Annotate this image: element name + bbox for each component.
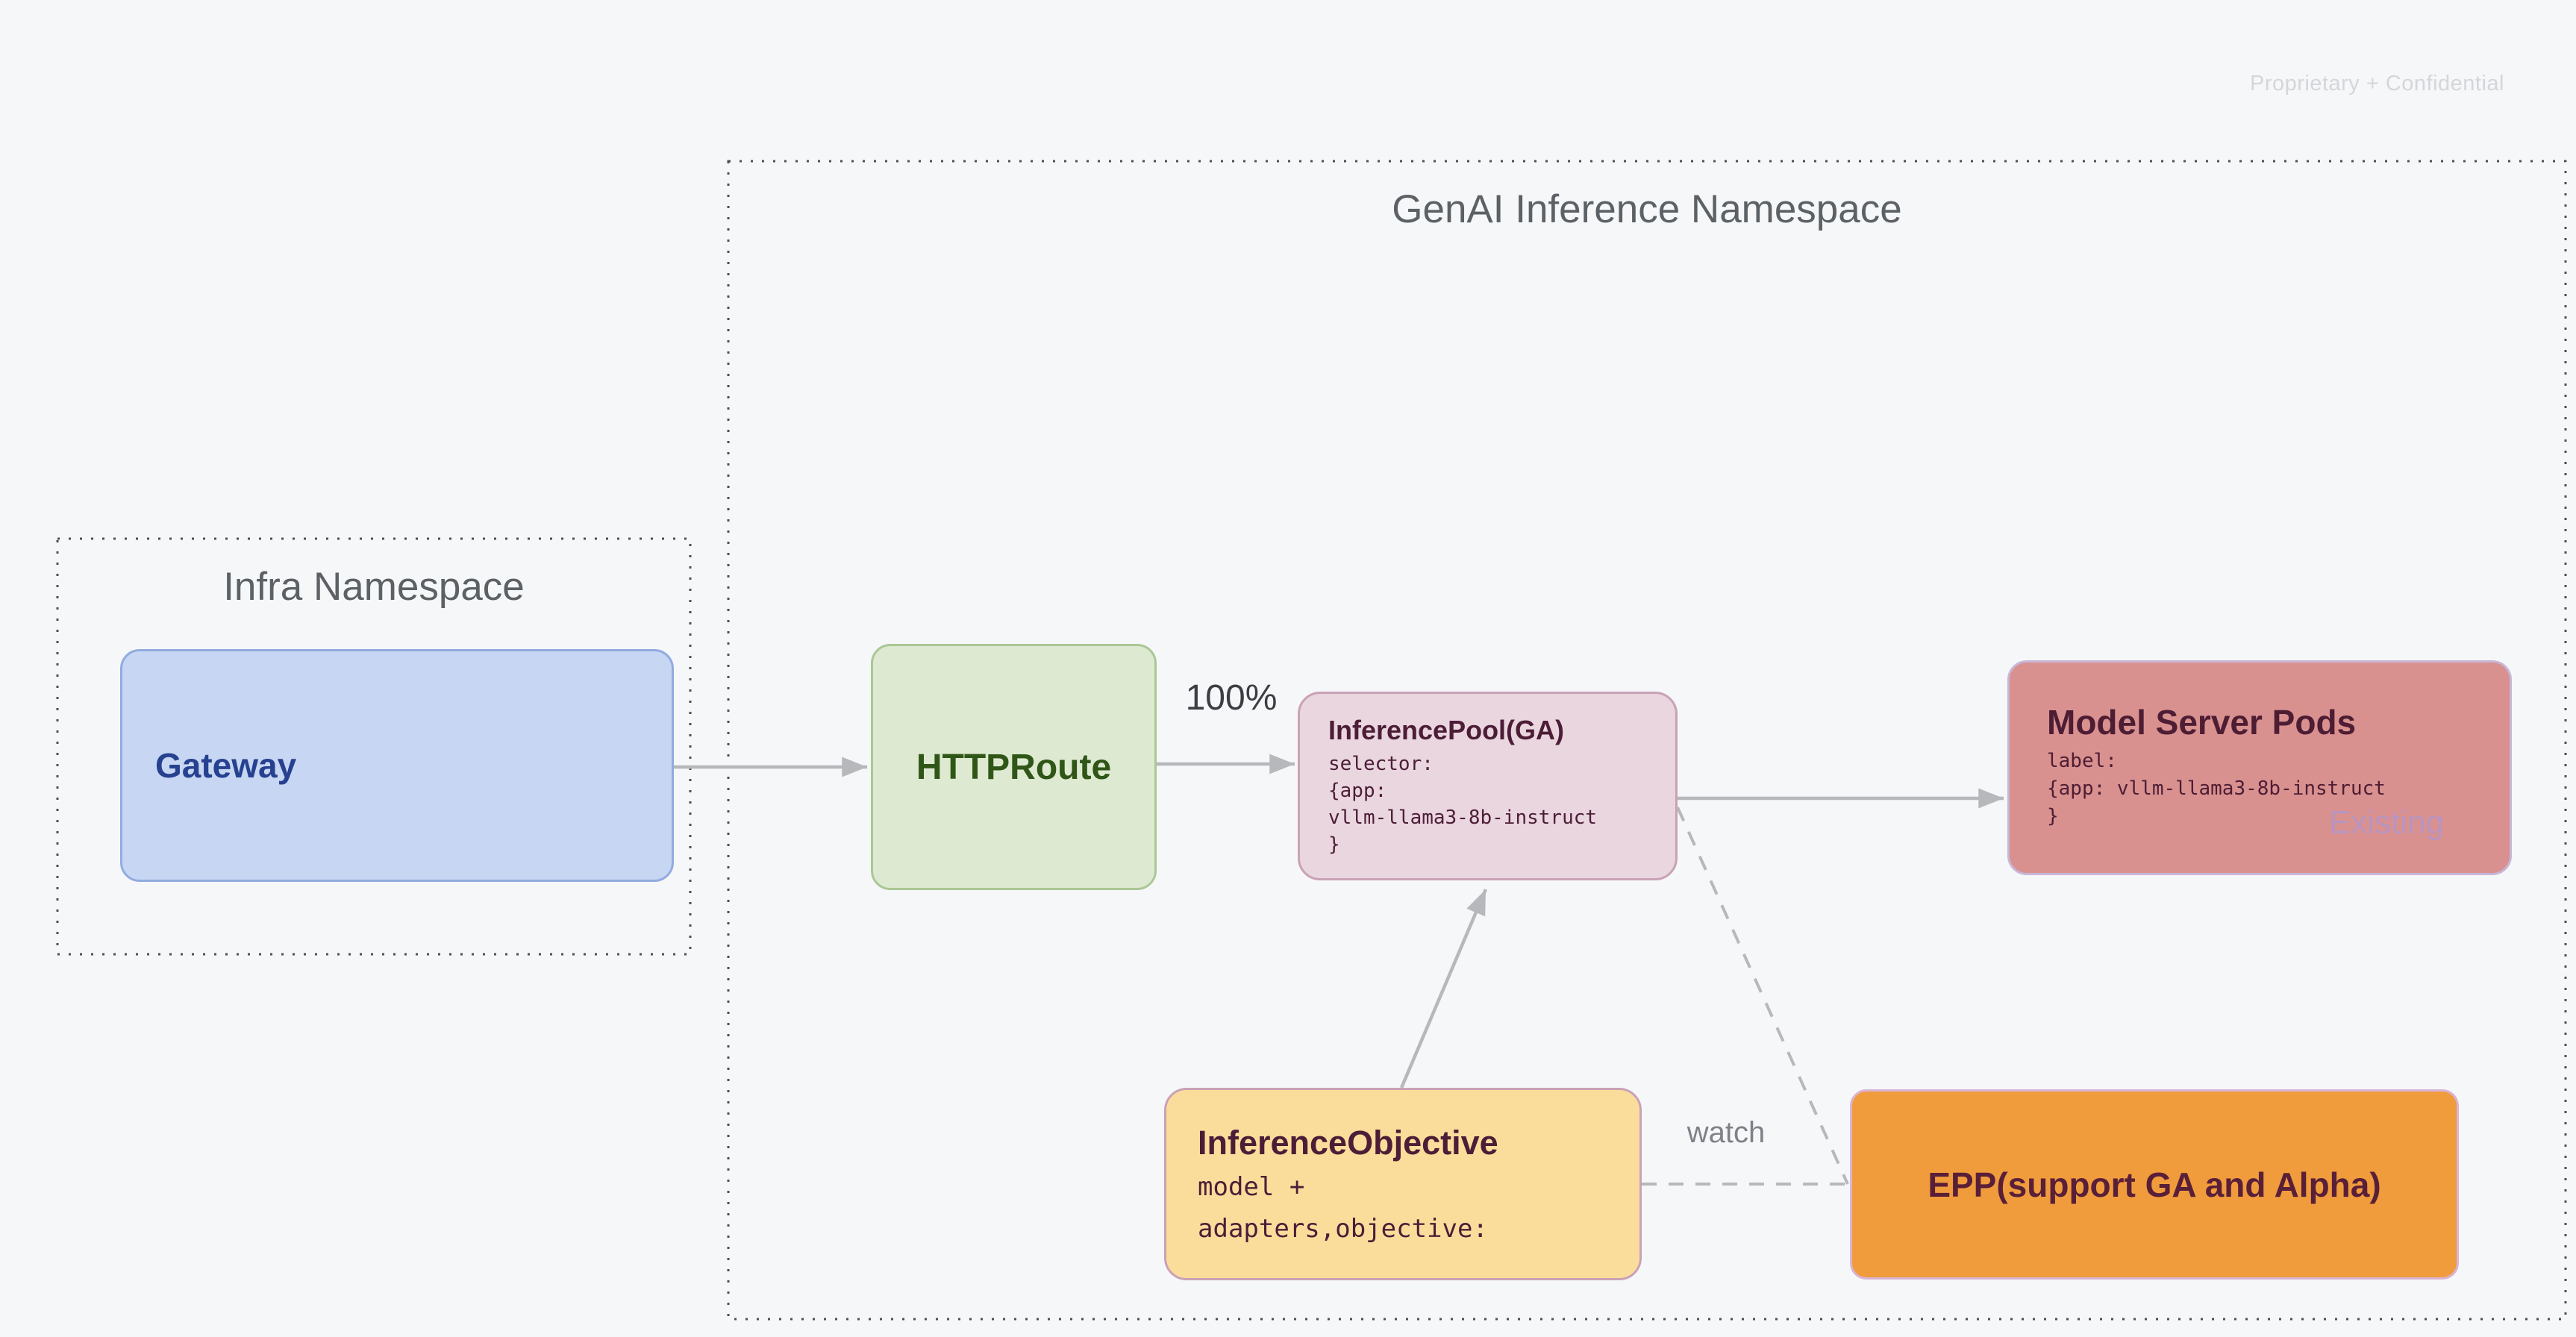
code-line: label: [2047,750,2117,772]
model-server-pods-label-code: label: {app: vllm-llama3-8b-instruct } [2047,748,2510,830]
infra-namespace-border [56,537,692,956]
infra-namespace-title: Infra Namespace [223,565,525,609]
code-line: {app: [1328,780,1387,802]
epp-label: EPP(support GA and Alpha) [1928,1165,2381,1204]
code-line: selector: [1328,753,1434,775]
code-line: vllm-llama3-8b-instruct [1328,807,1598,829]
inference-pool-node: InferencePool(GA) selector: {app: vllm-l… [1298,692,1678,880]
genai-namespace-title: GenAI Inference Namespace [1392,187,1902,231]
existing-badge: Existing [2328,804,2444,841]
route-weight-label: 100% [1185,678,1278,718]
watch-label: watch [1686,1116,1766,1149]
model-server-pods-node: Model Server Pods label: {app: vllm-llam… [2007,660,2512,875]
gateway-node: Gateway [120,649,674,882]
edge-inferenceobjective-to-inferencepool [1399,889,1488,1089]
code-line: adapters,objective: [1198,1214,1488,1244]
inference-pool-selector-code: selector: {app: vllm-llama3-8b-instruct … [1328,751,1675,858]
inference-objective-title: InferenceObjective [1198,1124,1498,1162]
code-line: model + [1198,1172,1305,1202]
model-server-pods-title: Model Server Pods [2047,703,2357,742]
code-line: } [1328,833,1340,856]
httproute-node: HTTPRoute [871,644,1157,890]
httproute-label: HTTPRoute [916,747,1112,787]
epp-node: EPP(support GA and Alpha) [1850,1089,2459,1280]
inference-objective-code: model + adapters,objective: [1198,1166,1639,1250]
code-line: {app: vllm-llama3-8b-instruct [2047,777,2386,800]
genai-namespace-border [727,160,2567,1321]
inference-objective-node: InferenceObjective model + adapters,obje… [1164,1088,1642,1280]
watermark-text: Proprietary + Confidential [2249,72,2504,96]
inference-pool-title: InferencePool(GA) [1328,715,1565,745]
gateway-label: Gateway [155,746,297,785]
code-line: } [2047,805,2059,827]
